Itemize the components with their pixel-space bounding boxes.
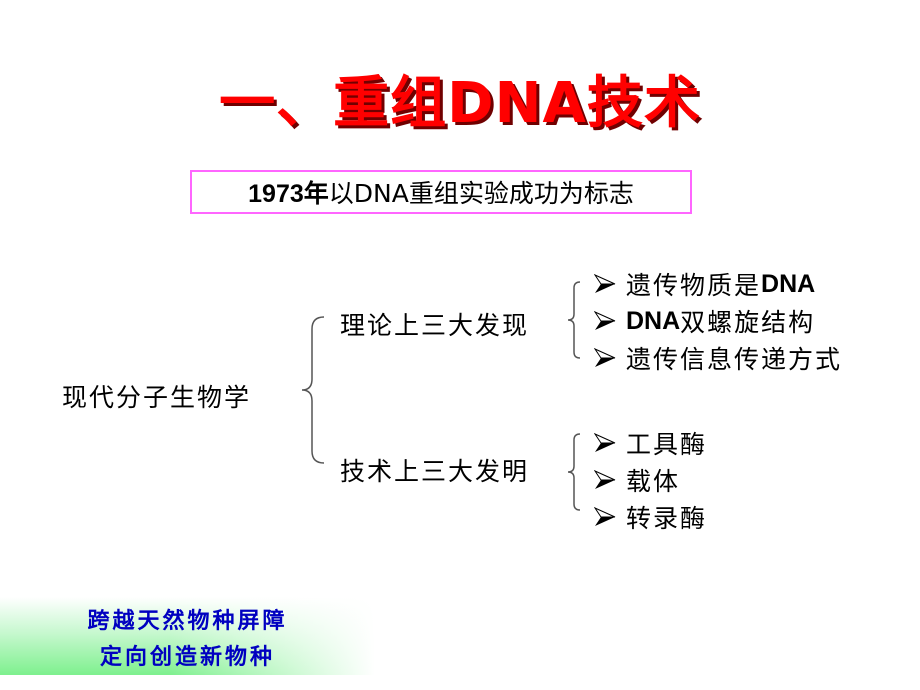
list-item: 遗传信息传递方式 [594, 340, 842, 376]
branch-label-theory: 理论上三大发现 [340, 311, 530, 340]
brace-icon [567, 433, 581, 511]
root-label: 现代分子生物学 [62, 383, 252, 412]
footer-line-2: 定向创造新物种 [99, 645, 275, 670]
arrowhead-right-icon [594, 507, 616, 526]
arrowhead-right-icon [594, 274, 616, 293]
branch-label-technology: 技术上三大发明 [340, 457, 530, 486]
slide-title: 一、重组DNA技术 [219, 71, 701, 136]
arrowhead-right-icon [594, 311, 616, 330]
arrowhead-right-icon [594, 348, 616, 367]
milestone-banner: 1973年 以DNA重组实验成功为标志 [190, 170, 692, 214]
arrowhead-right-icon [594, 470, 616, 489]
footer-line-1: 跨越天然物种屏障 [87, 609, 288, 634]
footer-callout: 跨越天然物种屏障 定向创造新物种 [0, 597, 375, 675]
brace-icon [301, 316, 325, 464]
arrowhead-right-icon [594, 433, 616, 452]
banner-year: 1973年 [248, 180, 329, 208]
list-item: 工具酶 [594, 425, 707, 461]
banner-text: 以DNA重组实验成功为标志 [328, 179, 634, 208]
list-item: 载体 [594, 462, 680, 498]
brace-icon [567, 281, 581, 359]
list-item: 转录酶 [594, 499, 707, 535]
